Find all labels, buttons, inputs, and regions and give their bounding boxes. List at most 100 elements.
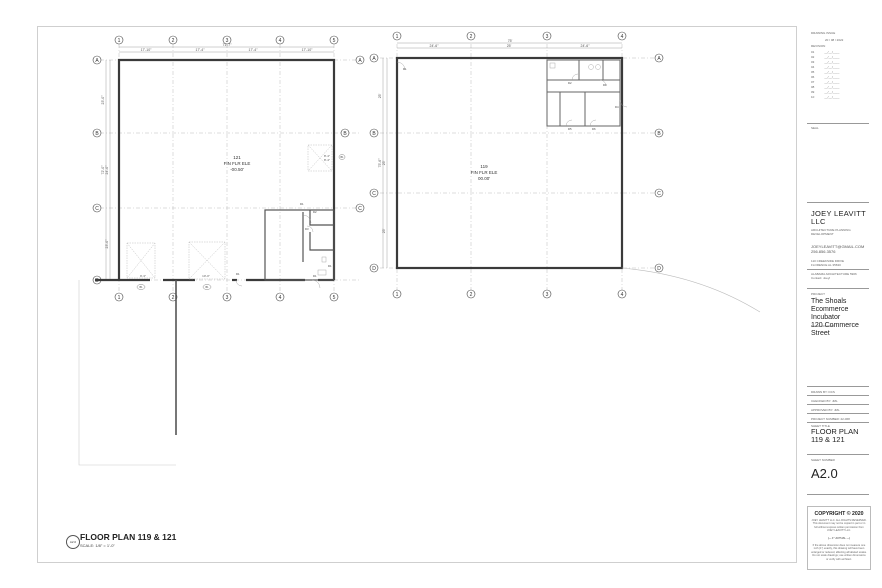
checked-by: CHECKED BY: JML (811, 399, 838, 403)
svg-text:1: 1 (118, 38, 121, 44)
divider (807, 288, 869, 289)
sheet-number-label: SHEET NUMBER (811, 458, 835, 462)
svg-text:24'-6": 24'-6" (430, 44, 440, 48)
divider (807, 202, 869, 203)
divider (807, 404, 869, 405)
license-1: ALABAMA ARCHITECTURE 5906 (811, 272, 857, 276)
svg-text:5: 5 (333, 295, 336, 301)
svg-text:D2: D2 (313, 210, 317, 214)
drawing-issue-date: 20 / 08 / 2022 (825, 38, 844, 42)
svg-text:D6: D6 (592, 127, 596, 131)
copyright-note: If the above dimension does not measure … (811, 544, 867, 561)
svg-text:4: 4 (279, 295, 282, 301)
svg-text:71'-7": 71'-7" (223, 43, 233, 47)
plan-reference-tag: A2.0 (66, 535, 80, 549)
svg-text:72'-0": 72'-0" (101, 165, 105, 175)
divider (807, 269, 869, 270)
revision-row: 05__/__/____ (811, 70, 840, 74)
plan-title: FLOOR PLAN 119 & 121 (80, 532, 177, 542)
svg-text:B: B (343, 131, 347, 137)
svg-text:17'-10": 17'-10" (302, 48, 314, 52)
copyright-heading: COPYRIGHT © 2020 (814, 511, 864, 517)
divider (807, 494, 869, 495)
revision-row: 07__/__/____ (811, 80, 840, 84)
svg-text:8'-4": 8'-4" (324, 158, 330, 162)
sheet-number: A2.0 (811, 466, 838, 481)
drawing-sheet-border (37, 26, 797, 563)
svg-text:B1: B1 (139, 286, 143, 289)
svg-text:C: C (372, 191, 376, 197)
svg-text:3: 3 (546, 34, 549, 40)
svg-text:00.00': 00.00' (478, 176, 490, 181)
svg-text:9'-3": 9'-3" (140, 274, 146, 278)
svg-text:B1: B1 (340, 156, 344, 159)
svg-text:D1: D1 (403, 67, 407, 71)
svg-text:3: 3 (226, 295, 229, 301)
project-city: Muscle Shoals AL (811, 324, 835, 328)
svg-text:25': 25' (507, 44, 512, 48)
revision-row: 06__/__/____ (811, 75, 840, 79)
svg-text:3: 3 (546, 292, 549, 298)
svg-text:B1: B1 (205, 286, 209, 289)
svg-text:4: 4 (621, 292, 624, 298)
firm-address-2: FLORENCE AL 35630 (811, 263, 841, 267)
revision-row: 01__/__/____ (811, 50, 840, 54)
svg-text:1: 1 (396, 292, 399, 298)
svg-text:D2: D2 (568, 81, 572, 85)
svg-text:8'-4": 8'-4" (324, 154, 330, 158)
svg-text:D4: D4 (615, 105, 619, 109)
svg-text:17'-10": 17'-10" (141, 48, 153, 52)
svg-text:10'-0": 10'-0" (202, 274, 210, 278)
svg-text:1: 1 (396, 34, 399, 40)
svg-text:121: 121 (233, 155, 241, 160)
svg-text:17'-4": 17'-4" (196, 48, 206, 52)
copyright-scale-bar: |— 1" ACTUAL —| (828, 536, 850, 540)
project-name: The Shoals Ecommerce Incubator 120 Comme… (811, 298, 859, 337)
svg-text:24'-6": 24'-6" (581, 44, 591, 48)
firm-phone: 256.856.3576 (811, 249, 836, 254)
firm-address-1: 110 CREEKSIDE DRIVE (811, 259, 844, 263)
divider (807, 395, 869, 396)
divider (807, 123, 869, 124)
svg-text:23'-0": 23'-0" (101, 95, 105, 105)
svg-text:25': 25' (378, 93, 382, 98)
svg-text:2: 2 (172, 295, 175, 301)
svg-text:D1: D1 (236, 272, 240, 276)
svg-text:23'-0": 23'-0" (105, 239, 109, 249)
revision-row: 03__/__/____ (811, 60, 840, 64)
firm-subtitle-2: DEVELOPMENT (811, 232, 834, 236)
svg-text:D3: D3 (603, 83, 607, 87)
svg-text:FIN FLR ELE: FIN FLR ELE (471, 170, 498, 175)
svg-text:D1: D1 (328, 264, 332, 268)
svg-text:2: 2 (470, 34, 473, 40)
revision-row: 08__/__/____ (811, 85, 840, 89)
revision-row: 10__/__/____ (811, 95, 840, 99)
firm-subtitle-1: ARCHITECTURE PLANNING (811, 228, 851, 232)
sheet-title: FLOOR PLAN 119 & 121 (811, 427, 859, 444)
approved-by: APPROVED BY: JML (811, 408, 840, 412)
svg-text:-00.50': -00.50' (230, 167, 244, 172)
svg-text:119: 119 (480, 164, 488, 169)
revision-row: 04__/__/____ (811, 65, 840, 69)
svg-text:17'-4": 17'-4" (249, 48, 259, 52)
svg-text:25': 25' (382, 228, 386, 233)
firm-email: JOEYLEAVITT@GMAIL.COM (811, 244, 865, 249)
svg-text:4: 4 (279, 38, 282, 44)
title-block: DRAWING ISSUE 20 / 08 / 2022 REVISION 01… (795, 26, 873, 570)
svg-text:75'-6": 75'-6" (378, 158, 382, 168)
svg-text:24'-0": 24'-0" (105, 165, 109, 175)
revision-label: REVISION (811, 44, 826, 48)
svg-text:D3: D3 (305, 227, 309, 231)
svg-text:25': 25' (382, 160, 386, 165)
svg-text:B: B (372, 131, 376, 137)
svg-text:A: A (657, 56, 661, 62)
revision-row: 02__/__/____ (811, 55, 840, 59)
svg-text:A: A (358, 58, 362, 64)
svg-text:2: 2 (172, 38, 175, 44)
svg-text:3: 3 (226, 38, 229, 44)
svg-text:75': 75' (508, 39, 513, 43)
